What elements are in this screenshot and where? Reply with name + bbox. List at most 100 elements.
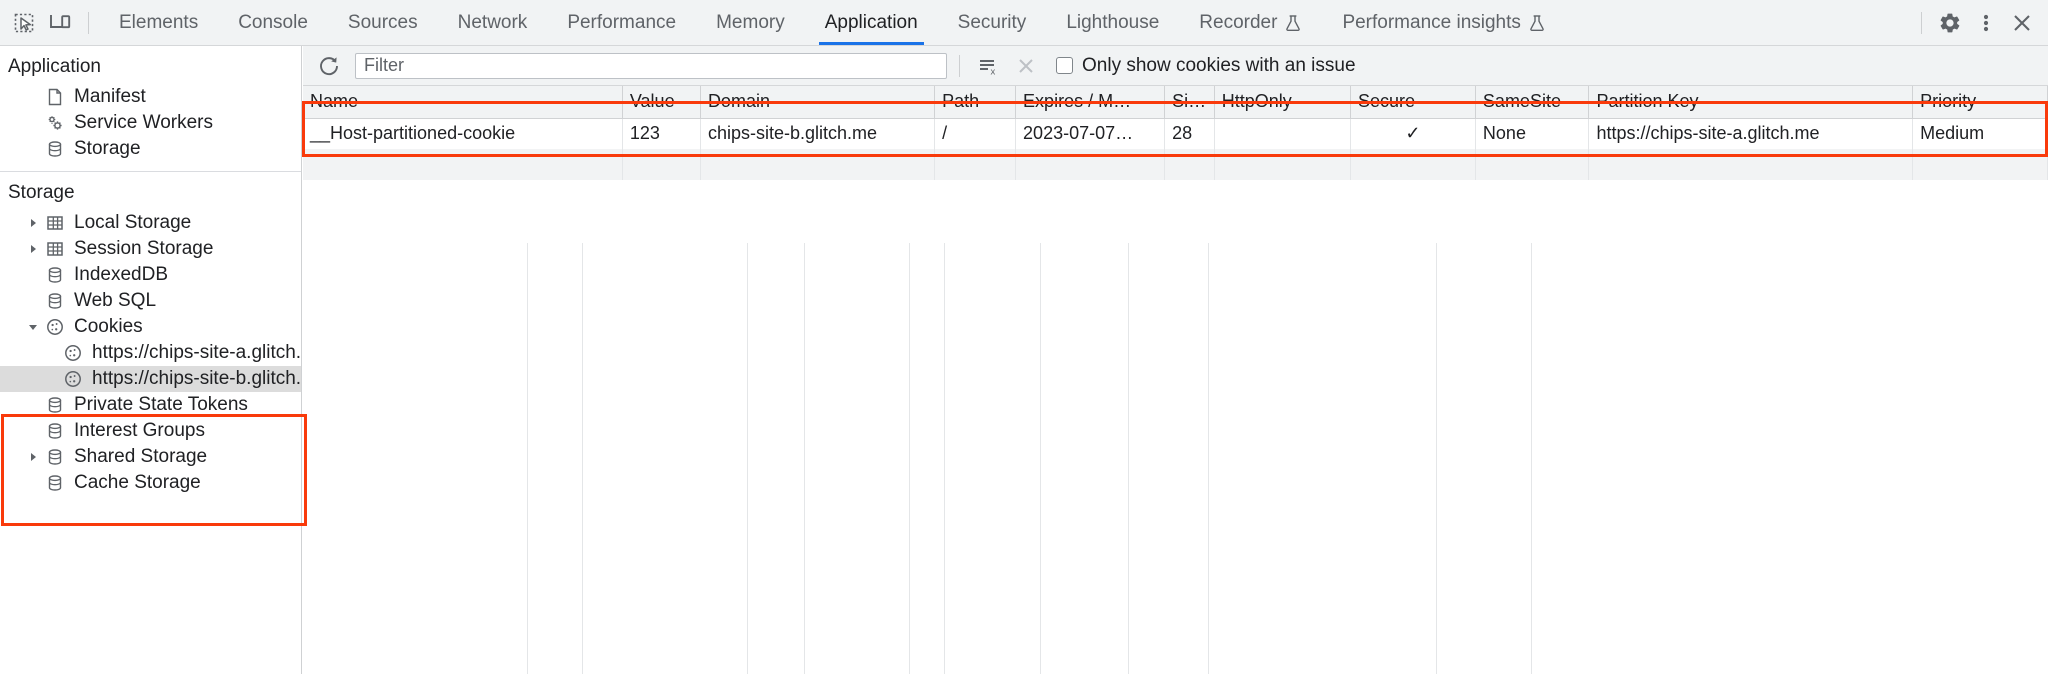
manifest-document-icon: [42, 84, 68, 110]
chevron-down-icon[interactable]: [24, 314, 42, 340]
filler-cell: [1214, 149, 1352, 180]
tab-security[interactable]: Security: [938, 0, 1047, 45]
only-show-issue-cookies-checkbox-row[interactable]: Only show cookies with an issue: [1056, 55, 1356, 77]
column-header-name[interactable]: Name: [303, 86, 623, 119]
cookie-icon: [42, 314, 68, 340]
only-show-issue-cookies-checkbox[interactable]: [1056, 57, 1073, 74]
cell-secure: ✓: [1350, 118, 1476, 149]
filler-cell: [1588, 149, 1914, 180]
filler-cell: [1015, 149, 1166, 180]
settings-gear-icon[interactable]: [1932, 6, 1968, 40]
sidebar-item-label: Interest Groups: [74, 420, 205, 441]
sidebar-item-cache-storage[interactable]: Cache Storage: [0, 470, 301, 496]
database-icon: [42, 392, 68, 418]
column-header-size[interactable]: Size: [1164, 86, 1215, 119]
tab-recorder[interactable]: Recorder: [1179, 0, 1322, 45]
cell-samesite: None: [1475, 118, 1590, 149]
tab-console[interactable]: Console: [218, 0, 328, 45]
inspect-element-icon[interactable]: [6, 6, 42, 40]
sidebar-item-label: Storage: [74, 138, 141, 159]
tab-lighthouse[interactable]: Lighthouse: [1046, 0, 1179, 45]
column-header-expires-m[interactable]: Expires / M…: [1015, 86, 1166, 119]
sidebar-item-session-storage[interactable]: Session Storage: [0, 236, 301, 262]
column-guide: [748, 243, 805, 674]
sidebar-item-label: Local Storage: [74, 212, 192, 233]
sidebar-item-service-workers[interactable]: Service Workers: [0, 110, 301, 136]
chevron-right-icon[interactable]: [24, 236, 42, 262]
sidebar-item-shared-storage[interactable]: Shared Storage: [0, 444, 301, 470]
clear-filtered-cookies-icon[interactable]: x: [972, 51, 1004, 81]
more-options-icon[interactable]: [1968, 6, 2004, 40]
device-toolbar-icon[interactable]: [42, 6, 78, 40]
column-header-value[interactable]: Value: [622, 86, 701, 119]
tab-label: Console: [238, 11, 308, 33]
sidebar-item-web-sql[interactable]: Web SQL: [0, 288, 301, 314]
cookies-filter-bar: x Only show cookies with an issue: [303, 46, 2048, 86]
tab-label: Performance: [567, 11, 677, 33]
refresh-icon[interactable]: [313, 51, 345, 81]
column-guide: [583, 243, 748, 674]
column-guide: [910, 243, 945, 674]
toolbar-divider: [88, 11, 89, 34]
column-header-partition-key[interactable]: Partition Key: [1588, 86, 1914, 119]
column-guide: [945, 243, 1041, 674]
tab-performance[interactable]: Performance: [547, 0, 696, 45]
tab-network[interactable]: Network: [438, 0, 548, 45]
sidebar-item-interest-groups[interactable]: Interest Groups: [0, 418, 301, 444]
column-header-samesite[interactable]: SameSite: [1475, 86, 1590, 119]
filler-cell: [1164, 149, 1215, 180]
tab-sources[interactable]: Sources: [328, 0, 438, 45]
column-guide: [1041, 243, 1129, 674]
tab-memory[interactable]: Memory: [696, 0, 805, 45]
sidebar-item-https-chips-site-b-glitch-me[interactable]: https://chips-site-b.glitch.me: [0, 366, 301, 392]
sidebar-item-label: Service Workers: [74, 112, 214, 133]
sidebar-item-indexeddb[interactable]: IndexedDB: [0, 262, 301, 288]
twisty-spacer: [24, 110, 42, 136]
twisty-spacer: [42, 340, 60, 366]
toolbar-right-actions: [1932, 6, 2040, 40]
tab-label: Recorder: [1199, 11, 1278, 33]
sidebar-item-label: Shared Storage: [74, 446, 208, 467]
chevron-right-icon[interactable]: [24, 210, 42, 236]
column-guide: [303, 243, 528, 674]
filler-cell: [934, 149, 1017, 180]
column-header-path[interactable]: Path: [934, 86, 1017, 119]
cookie-icon: [60, 340, 86, 366]
cell-name: __Host-partitioned-cookie: [303, 118, 623, 149]
tab-performance-insights[interactable]: Performance insights: [1322, 0, 1565, 45]
sidebar-item-local-storage[interactable]: Local Storage: [0, 210, 301, 236]
clear-all-cookies-icon[interactable]: [1010, 51, 1042, 81]
tab-label: Application: [824, 11, 918, 33]
sidebar-item-private-state-tokens[interactable]: Private State Tokens: [0, 392, 301, 418]
twisty-spacer: [24, 392, 42, 418]
column-header-domain[interactable]: Domain: [700, 86, 936, 119]
filler-cell: [1350, 149, 1476, 180]
column-header-secure[interactable]: Secure: [1350, 86, 1476, 119]
chevron-right-icon[interactable]: [24, 444, 42, 470]
sidebar-item-storage[interactable]: Storage: [0, 136, 301, 162]
filter-input[interactable]: [355, 52, 947, 79]
sidebar-item-https-chips-site-a-glitch-me[interactable]: https://chips-site-a.glitch.me: [0, 340, 301, 366]
column-guide: [805, 243, 910, 674]
cookies-main-panel: x Only show cookies with an issue NameVa…: [303, 46, 2048, 674]
sidebar-item-label: Private State Tokens: [74, 394, 248, 415]
column-header-priority[interactable]: Priority: [1912, 86, 2048, 119]
table-grid-icon: [42, 210, 68, 236]
cell-domain: chips-site-b.glitch.me: [700, 118, 936, 149]
close-devtools-icon[interactable]: [2004, 6, 2040, 40]
tab-application[interactable]: Application: [805, 0, 938, 45]
sidebar-item-cookies[interactable]: Cookies: [0, 314, 301, 340]
tab-elements[interactable]: Elements: [99, 0, 218, 45]
twisty-spacer: [24, 84, 42, 110]
sidebar-item-label: https://chips-site-b.glitch.me: [92, 368, 302, 389]
column-header-httponly[interactable]: HttpOnly: [1214, 86, 1352, 119]
sidebar-item-manifest[interactable]: Manifest: [0, 84, 301, 110]
cell-size: 28: [1164, 118, 1215, 149]
